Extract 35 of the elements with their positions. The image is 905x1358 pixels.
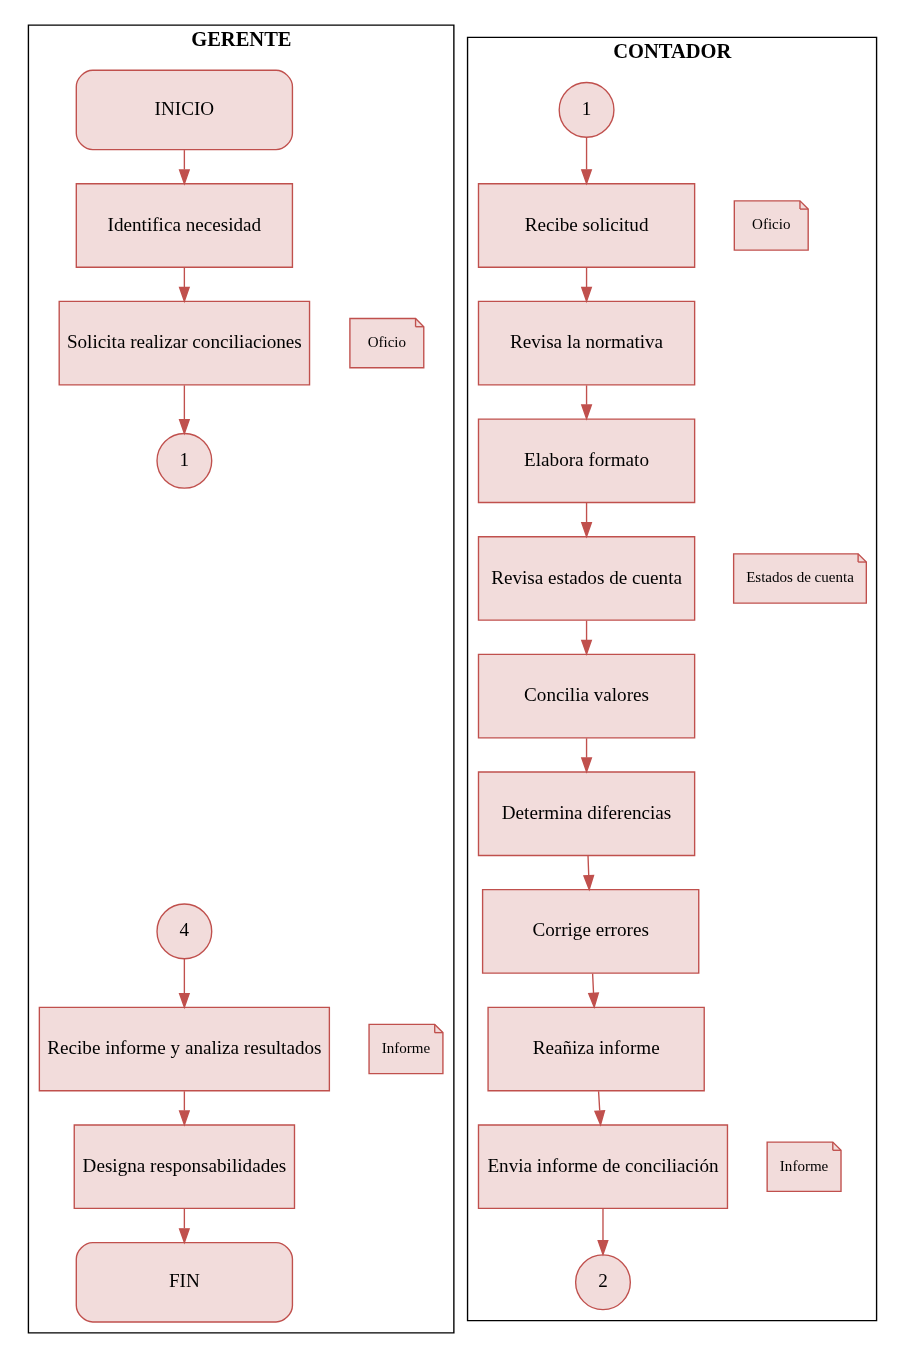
node-box: Revisa estados de cuenta xyxy=(477,536,696,621)
arrow xyxy=(580,384,593,421)
arrow xyxy=(587,972,600,1010)
arrow xyxy=(178,1208,191,1245)
node-circle: 1 xyxy=(156,432,213,489)
arrow xyxy=(178,958,191,1010)
node-box: Recibe solicitud xyxy=(477,183,696,268)
arrow xyxy=(178,149,191,186)
node-box: Reañiza informe xyxy=(487,1006,705,1092)
arrow xyxy=(580,502,593,539)
node-box: Solicita realizar conciliaciones xyxy=(58,300,311,386)
node-box: Determina diferencias xyxy=(477,771,696,857)
arrow xyxy=(582,855,595,892)
node-circle: 2 xyxy=(574,1254,632,1311)
node-box: Elabora formato xyxy=(477,418,696,504)
arrow xyxy=(580,267,593,304)
node-box: Identifica necesidad xyxy=(75,183,294,268)
arrow xyxy=(178,384,191,436)
node-box: Envia informe de conciliación xyxy=(477,1124,729,1210)
node-box: Designa responsabilidades xyxy=(73,1124,296,1210)
node-box: Corrige errores xyxy=(481,889,700,974)
node-box: INICIO xyxy=(75,69,294,151)
node-circle: 4 xyxy=(156,903,213,960)
arrow xyxy=(580,136,593,186)
node-box: Revisa la normativa xyxy=(477,300,696,386)
arrow xyxy=(178,267,191,304)
arrow xyxy=(580,737,593,774)
arrow xyxy=(597,1208,609,1257)
arrow xyxy=(593,1090,606,1127)
node-circle: 1 xyxy=(558,81,615,138)
arrow xyxy=(178,1090,191,1127)
node-box: FIN xyxy=(75,1241,294,1323)
arrow xyxy=(580,619,593,657)
node-box: Concilia valores xyxy=(477,653,696,739)
node-box: Recibe informe y analiza resultados xyxy=(38,1006,331,1092)
